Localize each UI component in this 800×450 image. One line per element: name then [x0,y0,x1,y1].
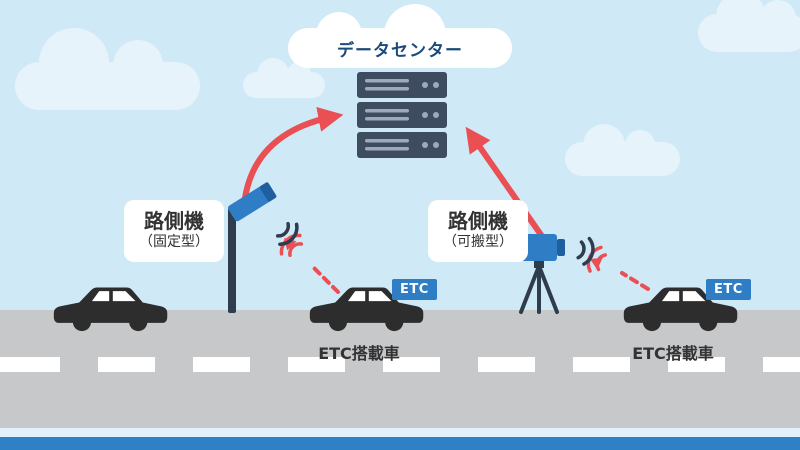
datacenter-label: データセンター [337,40,463,61]
car-icon [623,287,738,332]
camera-head [228,182,277,222]
etc-badge: ETC [392,279,437,300]
datacenter-bubble: データセンター [288,4,512,68]
etc-car-label: ETC搭載車 [318,344,400,363]
cloud-icon [565,124,680,176]
tripod-legs [519,264,559,314]
radio-waves-icon [576,236,595,266]
cloud-icon [15,28,200,110]
lane-markings [0,357,800,372]
etc-badge: ETC [706,279,751,300]
roadside-fixed-title: 路側機 [144,209,204,233]
server-rack-icon [357,72,447,158]
cloud-icon [243,58,325,98]
pole [228,208,236,313]
etc-car-label: ETC搭載車 [632,344,714,363]
label-roadside-fixed: 路側機 （固定型） [124,200,224,262]
label-roadside-portable: 路側機 （可搬型） [428,200,528,262]
shore-strip [0,428,800,437]
car-icon [53,287,168,332]
roadside-portable-subtitle: （可搬型） [443,234,513,250]
car-icon [309,287,424,332]
water-strip [0,437,800,450]
cloud-icon [698,0,800,52]
roadside-portable-title: 路側機 [448,209,508,233]
roadside-fixed-subtitle: （固定型） [139,234,209,250]
radio-waves-icon [276,221,299,246]
